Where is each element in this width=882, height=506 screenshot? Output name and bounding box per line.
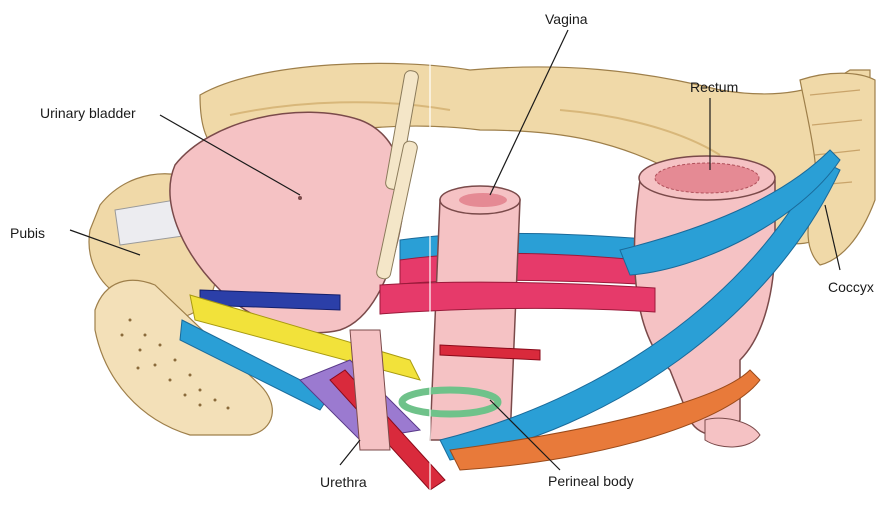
label-vagina: Vagina (545, 11, 588, 27)
label-perineal-body: Perineal body (548, 473, 634, 489)
label-rectum: Rectum (690, 79, 738, 95)
label-pubis: Pubis (10, 225, 45, 241)
vagina-tube (430, 186, 520, 440)
label-coccyx: Coccyx (828, 279, 874, 295)
label-urinary-bladder: Urinary bladder (40, 105, 136, 121)
label-urethra: Urethra (320, 474, 367, 490)
